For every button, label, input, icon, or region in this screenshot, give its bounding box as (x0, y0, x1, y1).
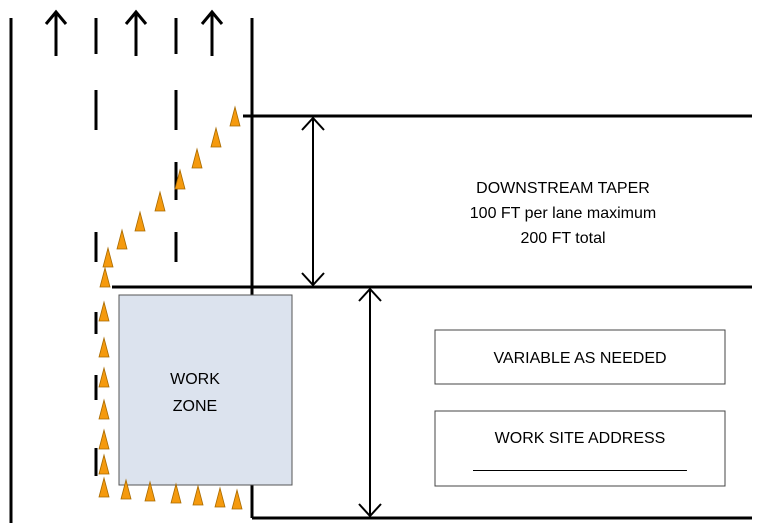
up-arrow-icon (200, 9, 224, 56)
traffic-cone-icon (98, 453, 110, 475)
address-box-label: WORK SITE ADDRESS (495, 430, 666, 447)
traffic-cone-icon (144, 480, 156, 502)
work-zone-area (118, 294, 293, 486)
traffic-cone-icon (120, 478, 132, 500)
variable-dimension-arrow (358, 287, 382, 518)
traffic-cone-icon (134, 210, 146, 232)
work-zone-label-line1: WORK (170, 371, 220, 388)
taper-total: 200 FT total (520, 230, 605, 247)
traffic-cones (98, 105, 243, 510)
traffic-cone-icon (231, 488, 243, 510)
up-arrow-icon (124, 9, 148, 56)
taper-title: DOWNSTREAM TAPER (476, 180, 650, 197)
traffic-cone-icon (98, 336, 110, 358)
traffic-cone-icon (191, 147, 203, 169)
traffic-cone-icon (214, 486, 226, 508)
traffic-cone-icon (229, 105, 241, 127)
traffic-cone-icon (102, 246, 114, 268)
address-box (434, 410, 726, 487)
traffic-cone-icon (210, 126, 222, 148)
traffic-cone-icon (98, 398, 110, 420)
traffic-cone-icon (116, 228, 128, 250)
variable-box-label: VARIABLE AS NEEDED (493, 350, 666, 367)
traffic-cone-icon (98, 366, 110, 388)
work-zone-label-line2: ZONE (173, 398, 217, 415)
traffic-cone-icon (98, 428, 110, 450)
taper-per-lane: 100 FT per lane maximum (470, 205, 656, 222)
traffic-cone-icon (174, 168, 186, 190)
taper-dimension-arrow (301, 116, 325, 287)
up-arrow-icon (44, 9, 68, 56)
traffic-cone-icon (170, 482, 182, 504)
traffic-cone-icon (98, 300, 110, 322)
traffic-cone-icon (154, 190, 166, 212)
traffic-cone-icon (99, 266, 111, 288)
traffic-cone-icon (192, 484, 204, 506)
traffic-cone-icon (98, 476, 110, 498)
variable-box (434, 329, 726, 385)
address-box-blank: ________________________ (472, 455, 688, 472)
